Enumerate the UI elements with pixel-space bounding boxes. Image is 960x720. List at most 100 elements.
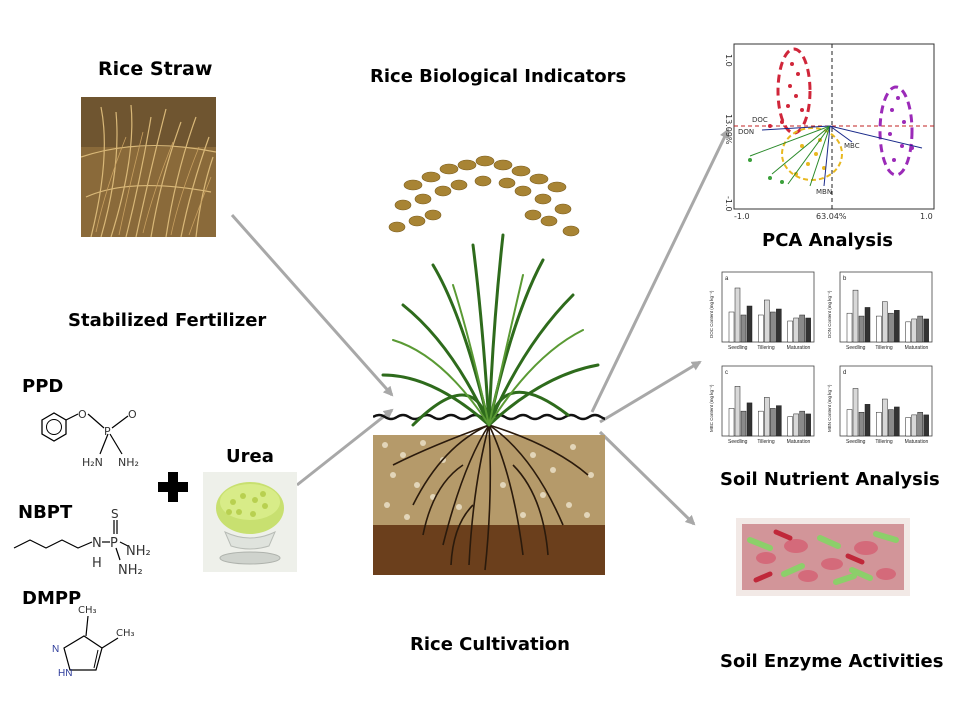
urea-image <box>203 472 297 572</box>
pca-label-doc: DOC <box>752 116 768 124</box>
nutrient-bar <box>894 406 900 437</box>
rice-biological-indicators-label: Rice Biological Indicators <box>370 66 627 87</box>
nutrient-bar <box>917 315 923 343</box>
nutrient-bar <box>864 404 871 437</box>
nutrient-bar <box>787 320 793 343</box>
nutrient-bar <box>923 414 929 437</box>
nutrient-bar <box>905 417 911 437</box>
dmpp-atom-hn: HN <box>58 668 72 679</box>
nutrient-bar <box>799 314 805 343</box>
ppd-atom-h2n: H₂N <box>82 456 103 469</box>
nutrient-stage-label: Maturation <box>905 439 929 445</box>
nutrient-stage-label: Maturation <box>787 345 811 351</box>
pca-x-tick-max: 1.0 <box>920 212 933 221</box>
nutrient-bar <box>758 410 764 437</box>
arrow-straw-to-cultivation <box>230 214 394 397</box>
pca-label-don: DON <box>738 128 754 136</box>
arrow-cultivation-to-nutrients <box>599 360 702 424</box>
nutrient-bar <box>846 409 853 437</box>
nutrient-stage-label: Seedling <box>846 439 866 445</box>
nbpt-atom-n: N <box>92 536 102 551</box>
pca-label-mbn: MBN <box>816 188 832 196</box>
nutrient-bar <box>776 308 782 343</box>
nutrient-bar <box>764 299 770 343</box>
pca-cluster-red <box>776 47 812 135</box>
ppd-atom-nh2: NH₂ <box>118 456 139 469</box>
nutrient-bar <box>911 318 917 343</box>
pca-x-tick-mid: 63.04% <box>816 212 847 221</box>
nutrient-bar <box>852 289 859 343</box>
nutrient-bar <box>858 315 865 343</box>
nutrient-bar <box>888 312 894 343</box>
dmpp-atom-n: N <box>52 644 59 655</box>
urea-label: Urea <box>226 446 274 467</box>
ppd-atom-o2: O <box>128 408 137 421</box>
nbpt-structure: S N H P NH₂ NH₂ <box>13 507 151 578</box>
nutrient-bar <box>917 411 923 437</box>
nutrient-stage-label: Tillering <box>757 439 775 445</box>
nutrient-bar <box>882 301 888 343</box>
rice-cultivation-label: Rice Cultivation <box>410 634 570 655</box>
nbpt-atom-nh2-1: NH₂ <box>126 544 151 559</box>
pca-y-tick-mid: 13.09% <box>724 114 733 145</box>
arrow-cultivation-to-enzymes <box>598 430 696 526</box>
soil-enzyme-image <box>736 518 910 596</box>
nutrient-bar <box>793 413 799 437</box>
nutrient-bar <box>740 410 747 437</box>
nutrient-bar <box>799 410 805 437</box>
plus-icon <box>158 472 188 502</box>
nbpt-atom-nh2-2: NH₂ <box>118 563 143 578</box>
nutrient-bar <box>852 388 859 437</box>
soil-nutrient-analysis-label: Soil Nutrient Analysis <box>720 469 940 490</box>
nutrient-bar <box>882 398 888 437</box>
nutrient-bar <box>734 386 741 437</box>
rice-straw-image <box>81 97 216 237</box>
nutrient-bar <box>793 317 799 343</box>
nutrient-bar <box>746 305 753 343</box>
nbpt-atom-h: H <box>92 556 102 571</box>
nutrient-bar <box>728 311 735 343</box>
pca-analysis-label: PCA Analysis <box>762 230 893 251</box>
nutrient-stage-label: Tillering <box>875 345 893 351</box>
nutrient-panel-ylabel: MBC Content (mg kg⁻¹) <box>709 384 714 432</box>
nutrient-panel-ylabel: DON Content (mg kg⁻¹) <box>827 290 832 338</box>
nutrient-panel-ylabel: MBN Content (mg kg⁻¹) <box>827 384 832 432</box>
rice-straw-label: Rice Straw <box>98 58 213 80</box>
nutrient-bar <box>764 397 770 437</box>
nutrient-bar <box>805 317 811 343</box>
dmpp-atom-ch3-2: CH₃ <box>116 628 135 639</box>
nutrient-stage-label: Seedling <box>728 439 748 445</box>
nbpt-atom-s: S <box>111 507 119 521</box>
arrow-cultivation-to-pca <box>590 128 730 413</box>
nutrient-bar <box>770 311 776 343</box>
ppd-structure: O P O H₂N NH₂ <box>41 408 139 469</box>
pca-label-mbc: MBC <box>844 142 860 150</box>
nutrient-bar <box>776 405 782 437</box>
stabilized-fertilizer-label: Stabilized Fertilizer <box>68 310 267 331</box>
nutrient-bar <box>894 310 900 343</box>
dmpp-structure: CH₃ CH₃ N HN <box>52 605 135 679</box>
nutrient-bar <box>740 314 747 343</box>
pca-cluster-purple <box>878 85 914 177</box>
nutrient-panel-tag: b <box>843 276 847 282</box>
nutrient-stage-label: Maturation <box>905 345 929 351</box>
nutrient-bar <box>734 287 741 343</box>
nutrient-bar <box>846 312 853 343</box>
nutrient-panel-tag: d <box>843 370 846 376</box>
nutrient-panel-tag: a <box>725 276 729 282</box>
ppd-atom-o1: O <box>78 408 87 421</box>
nutrient-panel-ylabel: DOC Content (mg kg⁻¹) <box>709 290 714 338</box>
dmpp-atom-ch3-1: CH₃ <box>78 605 97 616</box>
nutrient-bar <box>923 318 929 343</box>
nutrient-bar <box>787 416 793 437</box>
nutrient-stage-label: Tillering <box>757 345 775 351</box>
nbpt-label: NBPT <box>18 502 73 523</box>
nutrient-bar <box>770 408 776 437</box>
pca-x-tick-min: -1.0 <box>734 212 750 221</box>
